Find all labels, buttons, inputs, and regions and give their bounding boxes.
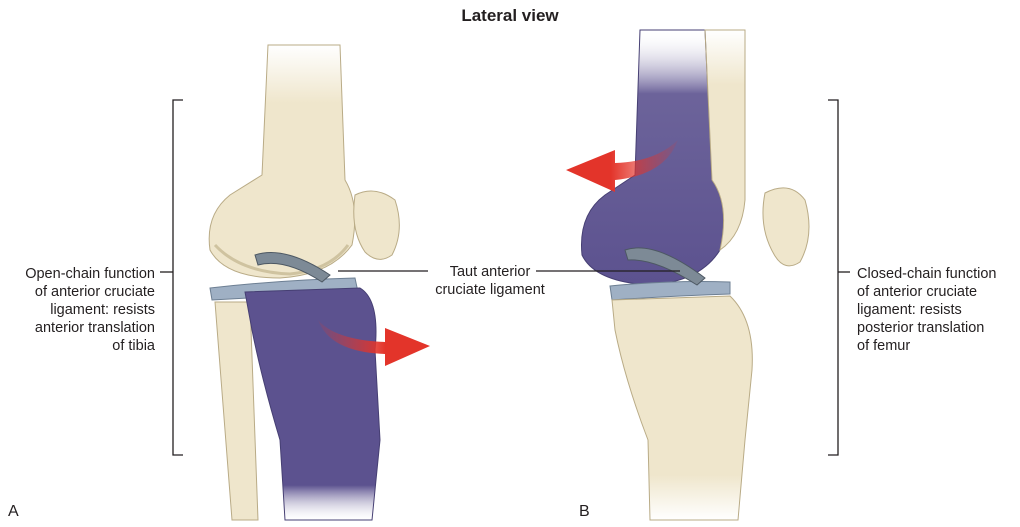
panel-b-caption-line: ligament: resists bbox=[857, 301, 1017, 319]
center-label: Taut anterior cruciate ligament bbox=[420, 263, 560, 299]
tibia-a bbox=[245, 288, 380, 520]
panel-a-caption-line: of anterior cruciate bbox=[5, 283, 155, 301]
tibia-b bbox=[612, 296, 752, 520]
panel-a-knee bbox=[209, 45, 430, 520]
panel-a-caption-line: Open-chain function bbox=[5, 265, 155, 283]
femur-a bbox=[209, 45, 355, 278]
left-bracket bbox=[160, 100, 183, 455]
panel-b-letter: B bbox=[579, 503, 590, 521]
center-label-line: cruciate ligament bbox=[420, 281, 560, 299]
panel-a-caption-line: ligament: resists bbox=[5, 301, 155, 319]
panel-b-caption-line: posterior translation bbox=[857, 319, 1017, 337]
panel-b-knee bbox=[566, 30, 809, 520]
panel-a-caption-line: anterior translation bbox=[5, 319, 155, 337]
panel-a-letter: A bbox=[8, 503, 19, 521]
panel-a-caption: Open-chain function of anterior cruciate… bbox=[5, 265, 155, 355]
panel-b-caption-line: of anterior cruciate bbox=[857, 283, 1017, 301]
panel-b-caption: Closed-chain function of anterior crucia… bbox=[857, 265, 1017, 355]
fibula-a bbox=[215, 302, 258, 520]
patella-a bbox=[354, 191, 400, 259]
patella-b bbox=[763, 188, 809, 266]
panel-b-caption-line: Closed-chain function bbox=[857, 265, 1017, 283]
center-label-line: Taut anterior bbox=[420, 263, 560, 281]
panel-a-caption-line: of tibia bbox=[5, 337, 155, 355]
right-bracket bbox=[828, 100, 850, 455]
panel-b-caption-line: of femur bbox=[857, 337, 1017, 355]
